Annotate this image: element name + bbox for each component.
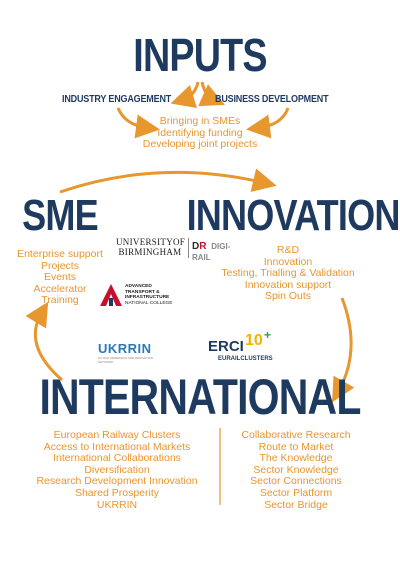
innovation-item: Spin Outs bbox=[264, 290, 312, 303]
sme-item: Projects bbox=[41, 259, 79, 272]
business-development-label: BUSINESS DEVELOPMENT bbox=[215, 94, 329, 105]
international-item: UKRRIN bbox=[96, 498, 138, 511]
sme-item: Accelerator bbox=[33, 282, 87, 295]
international-item: Sector Knowledge bbox=[253, 463, 339, 476]
international-item: International Collaborations bbox=[53, 452, 181, 465]
international-item: Access to International Markets bbox=[43, 440, 191, 453]
innovation-item: Innovation support bbox=[244, 278, 332, 291]
university-of-birmingham-logo: UNIVERSITYOF BIRMINGHAM bbox=[116, 237, 186, 257]
innovation-item: R&D bbox=[276, 244, 300, 256]
international-item: Shared Prosperity bbox=[74, 486, 160, 499]
inputs-list: Bringing in SMEs Identifying funding Dev… bbox=[100, 115, 300, 151]
international-item: Sector Connections bbox=[250, 475, 342, 488]
national-college-logo: ADVANCED TRANSPORT & INFRASTRUCTURE NATI… bbox=[100, 284, 210, 308]
international-left-list: European Railway Clusters Access to Inte… bbox=[22, 429, 212, 511]
international-item: Sector Platform bbox=[259, 486, 333, 499]
sme-to-innovation-arrow bbox=[59, 168, 277, 194]
digi-rail-logo: DR DIGI-RAIL bbox=[192, 241, 231, 262]
international-item: Research Development Innovation bbox=[36, 475, 198, 488]
innovation-to-international-arrow bbox=[332, 297, 355, 403]
business-to-items-arrow bbox=[246, 107, 290, 139]
inputs-to-business-arrow bbox=[198, 81, 225, 107]
sme-list: Enterprise support Projects Events Accel… bbox=[2, 248, 118, 307]
sme-title: SME bbox=[22, 191, 99, 240]
innovation-title: INNOVATION bbox=[186, 191, 400, 240]
ukrrin-logo: UKRRIN UK RAIL RESEARCH AND INNOVATION N… bbox=[98, 341, 154, 364]
inputs-item: Developing joint projects bbox=[142, 138, 258, 151]
inputs-title: INPUTS bbox=[133, 29, 267, 81]
international-item: European Railway Clusters bbox=[53, 429, 181, 441]
sme-item: Events bbox=[43, 271, 77, 284]
international-item: The Knowledge bbox=[259, 452, 333, 465]
innovation-item: Testing, Trialling & Validation bbox=[221, 267, 355, 280]
international-item: Diversification bbox=[84, 463, 150, 476]
logo-divider bbox=[188, 238, 189, 258]
inputs-item: Bringing in SMEs bbox=[159, 115, 241, 127]
inputs-to-industry-arrow bbox=[170, 81, 200, 108]
international-to-sme-arrow bbox=[25, 301, 63, 382]
sme-item: Enterprise support bbox=[17, 248, 103, 260]
international-right-list: Collaborative Research Route to Market T… bbox=[226, 429, 366, 511]
international-item: Collaborative Research bbox=[241, 429, 351, 441]
erci-logo: ERCI 10 + EURAILCLUSTERS bbox=[208, 328, 273, 362]
international-item: Sector Bridge bbox=[264, 498, 328, 511]
international-title: INTERNATIONAL bbox=[39, 369, 361, 425]
innovation-list: R&D Innovation Testing, Trialling & Vali… bbox=[213, 244, 363, 303]
sme-item: Training bbox=[41, 294, 79, 307]
industry-to-items-arrow bbox=[116, 107, 160, 139]
innovation-item: Innovation bbox=[263, 255, 313, 268]
international-item: Route to Market bbox=[258, 440, 334, 453]
national-college-icon bbox=[100, 284, 122, 306]
inputs-item: Identifying funding bbox=[157, 126, 243, 139]
industry-engagement-label: INDUSTRY ENGAGEMENT bbox=[62, 94, 172, 105]
